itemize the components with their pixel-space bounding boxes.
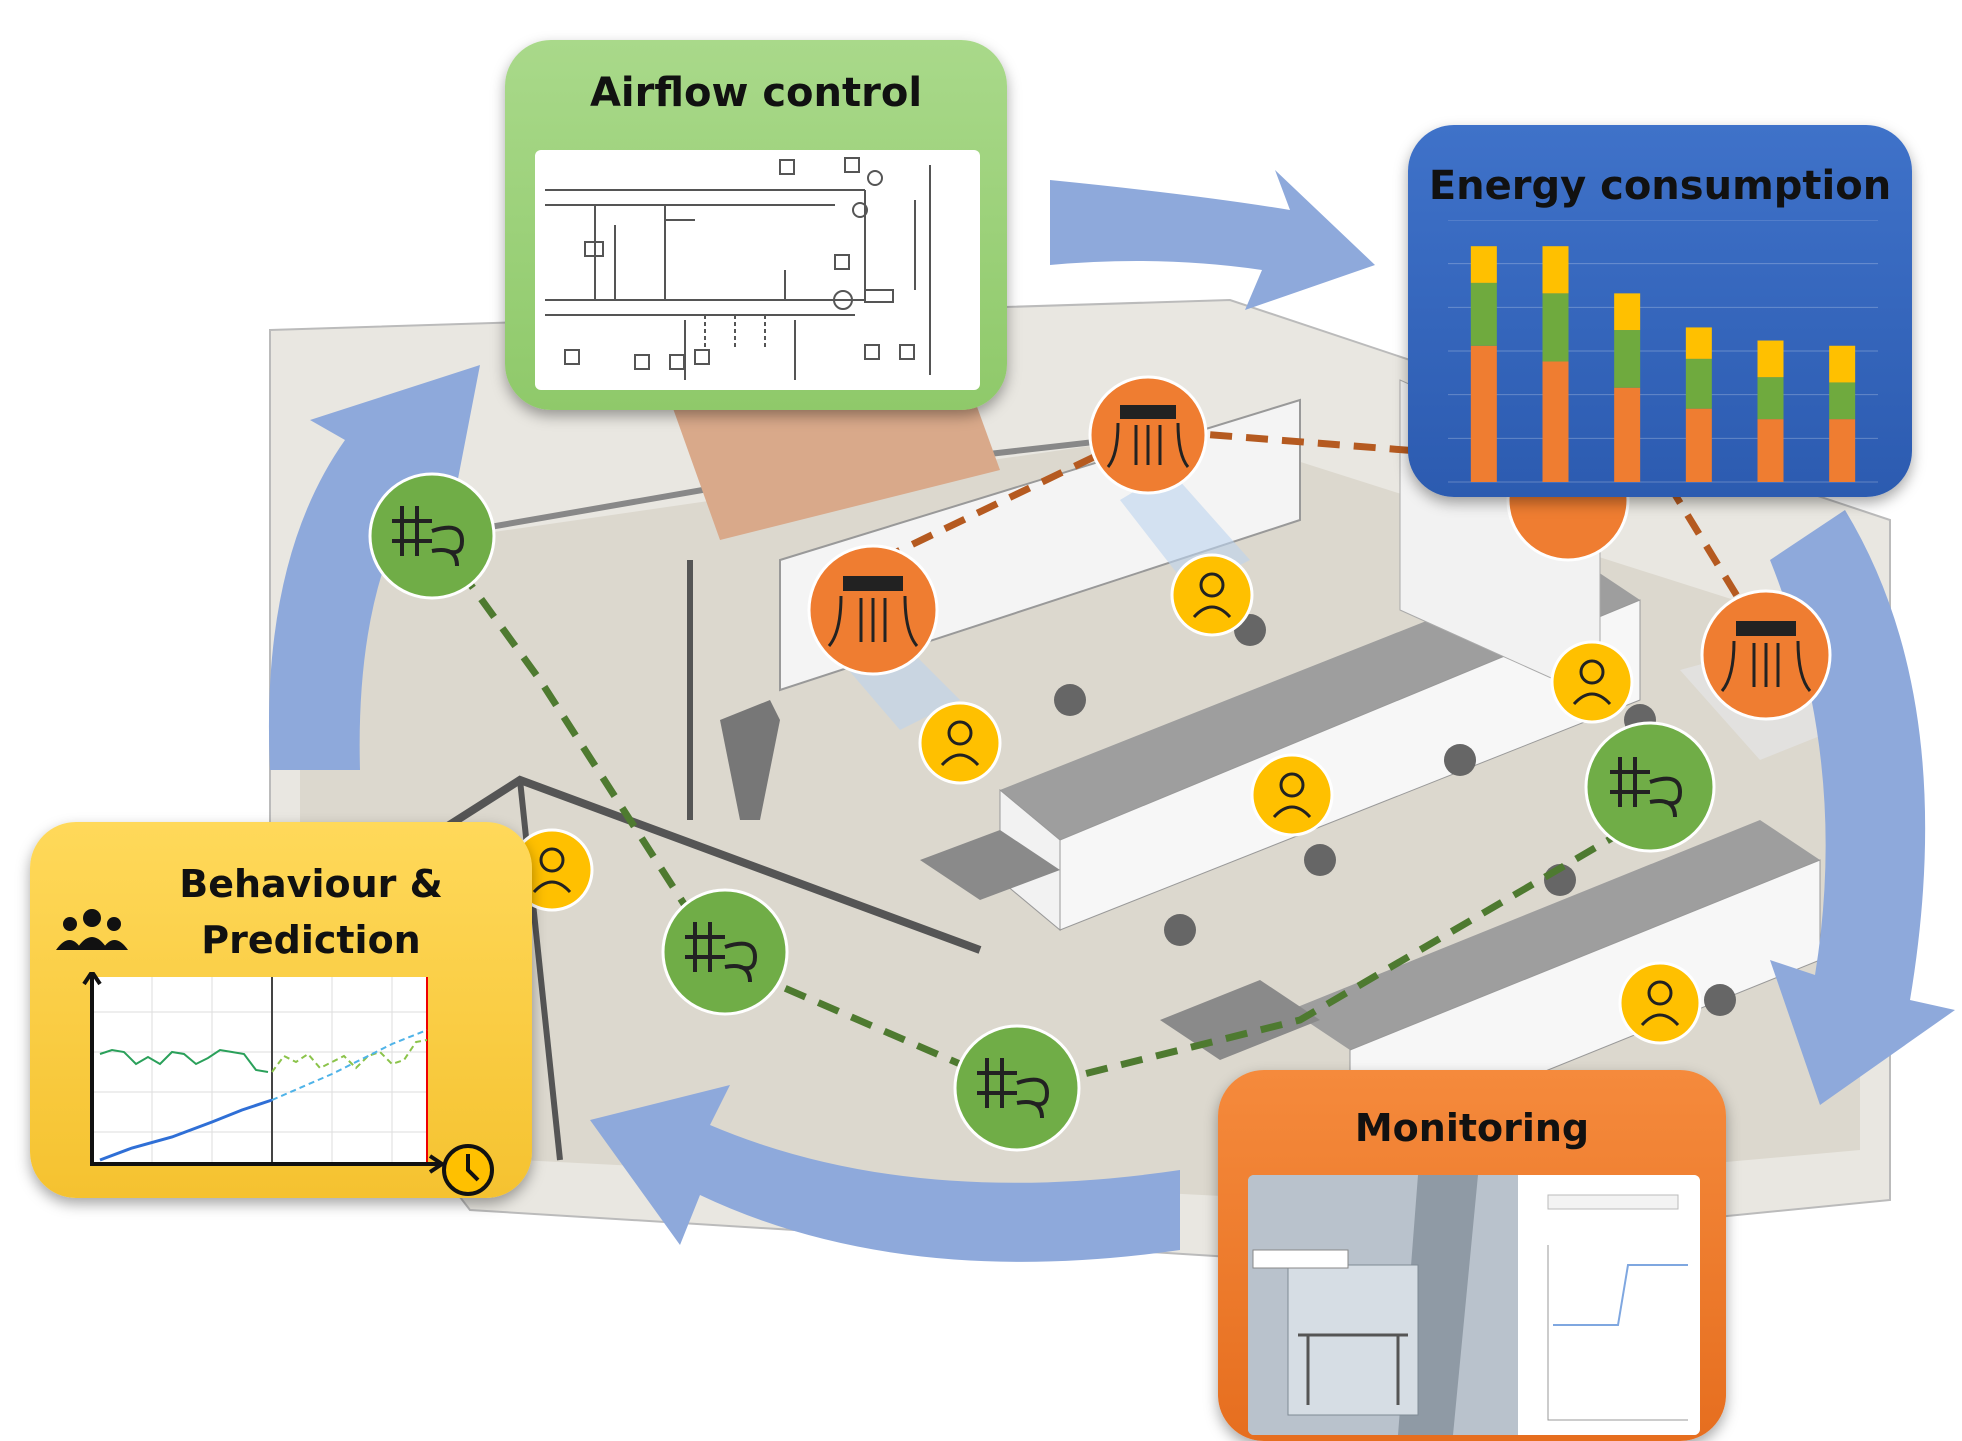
energy-bar-segment — [1470, 282, 1497, 346]
energy-bar-segment — [1470, 246, 1497, 283]
people-group-icon — [56, 909, 128, 950]
airflow-control-panel: Airflow control — [505, 40, 1007, 410]
connection-lines — [457, 426, 1773, 1094]
arrow-behaviour-to-airflow — [268, 365, 480, 770]
scientist-icon — [918, 701, 1002, 785]
energy-bar-segment — [1685, 327, 1712, 359]
energy-bar-segment — [1757, 340, 1784, 378]
energy-bar-segment — [1614, 330, 1641, 388]
energy-consumption-panel: Energy consumption — [1408, 125, 1912, 497]
monitoring-panel: Monitoring — [1218, 1070, 1726, 1441]
arrow-monitoring-to-behaviour — [590, 1085, 1180, 1262]
behaviour-title-line1: Behaviour & — [179, 862, 443, 906]
hvac-schematic-drawing — [545, 157, 931, 380]
ceiling-diffuser-icon — [807, 544, 939, 676]
energy-bar-segment — [1614, 293, 1641, 331]
behaviour-title-line2: Prediction — [201, 918, 421, 962]
behaviour-prediction-panel: Behaviour & Prediction — [30, 822, 532, 1198]
window-wind-icon — [368, 472, 496, 600]
window-wind-icon — [1584, 721, 1716, 853]
energy-bar-segment — [1542, 293, 1569, 362]
scientist-icon — [1170, 553, 1254, 637]
scientist-icon — [1618, 961, 1702, 1045]
scientist-icon — [1250, 753, 1334, 837]
energy-bar-segment — [1614, 387, 1641, 482]
clock-icon — [442, 1144, 494, 1196]
energy-consumption-title: Energy consumption — [1428, 163, 1892, 209]
occupant-nodes — [510, 553, 1702, 1045]
monitoring-screenshot — [1248, 1175, 1700, 1435]
ceiling-diffuser-icon — [1700, 589, 1832, 721]
energy-bar-segment — [1470, 345, 1497, 482]
energy-bar-segment — [1685, 408, 1712, 482]
airflow-nodes — [368, 472, 1716, 1152]
energy-bar-segment — [1542, 246, 1569, 294]
energy-bar-segment — [1542, 361, 1569, 482]
energy-bar-segment — [1829, 345, 1856, 383]
energy-bar-segment — [1757, 377, 1784, 420]
energy-bar-segment — [1685, 358, 1712, 409]
scientist-icon — [1550, 640, 1634, 724]
monitoring-title: Monitoring — [1354, 1106, 1590, 1150]
energy-bar-segment — [1829, 382, 1856, 420]
monitoring-3d-view — [1248, 1175, 1700, 1435]
behaviour-prediction-title: Behaviour & Prediction — [90, 856, 532, 968]
ceiling-diffuser-icon — [1088, 375, 1208, 495]
hvac-nodes — [807, 375, 1832, 721]
window-wind-icon — [953, 1024, 1081, 1152]
energy-bar-segment — [1757, 419, 1784, 482]
airflow-control-title: Airflow control — [589, 70, 923, 116]
window-wind-icon — [661, 888, 789, 1016]
arrow-airflow-to-energy — [1050, 170, 1375, 310]
airflow-schematic — [535, 150, 980, 390]
energy-bar-segment — [1829, 419, 1856, 482]
energy-stacked-bar-chart — [1448, 220, 1878, 483]
prediction-line-chart — [82, 972, 446, 1174]
